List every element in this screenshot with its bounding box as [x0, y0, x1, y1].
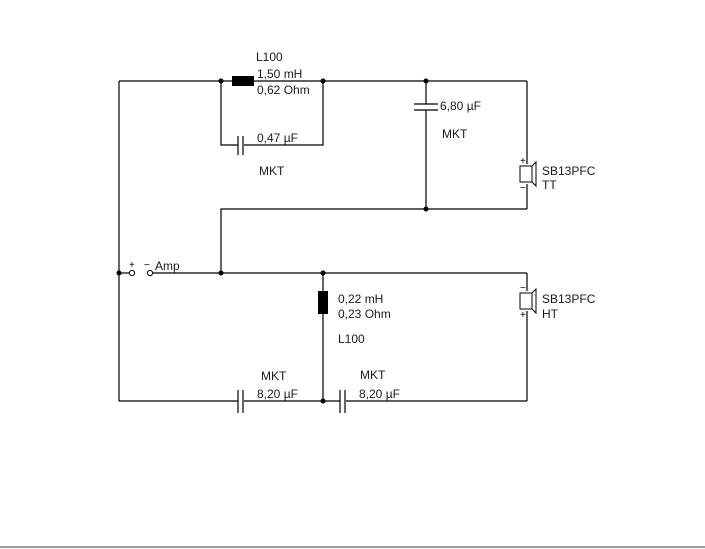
wire-cap-parallel-left [220, 81, 238, 146]
speaker-ht-model: SB13PFC [542, 292, 596, 306]
wire-tt-return [220, 208, 527, 273]
capacitor-ht-1-type: MKT [261, 369, 287, 383]
amp-label: Amp [155, 259, 180, 273]
junction-node [423, 206, 429, 212]
inductor-icon[interactable] [232, 76, 254, 86]
capacitor-tt-shunt[interactable]: 6,80 µF MKT [414, 99, 481, 141]
junction-node [320, 398, 326, 404]
junction-node [423, 78, 429, 84]
amp-terminal[interactable]: + − Amp [128, 259, 180, 277]
capacitor-tt-parallel[interactable]: 0,47 µF MKT [237, 131, 298, 178]
speaker-ht[interactable]: − + SB13PFC HT [519, 283, 596, 321]
speaker-tt-role: TT [542, 178, 557, 192]
speaker-ht-pol-bottom: + [520, 310, 526, 321]
junction-node [116, 270, 122, 276]
wire-cap-parallel-right [244, 81, 324, 146]
capacitor-tt-shunt-type: MKT [442, 127, 468, 141]
inductor-tt[interactable]: L100 1,50 mH 0,62 Ohm [232, 50, 310, 97]
capacitor-ht-1[interactable]: MKT 8,20 µF [237, 369, 298, 413]
speaker-icon[interactable] [519, 165, 533, 183]
wires [118, 80, 528, 402]
amp-plus-terminal-icon[interactable] [128, 269, 136, 277]
inductor-ht[interactable]: 0,22 mH 0,23 Ohm L100 [318, 291, 391, 346]
capacitor-tt-parallel-value: 0,47 µF [257, 131, 298, 145]
capacitor-ht-1-value: 8,20 µF [257, 387, 298, 401]
speaker-tt-model: SB13PFC [542, 164, 596, 178]
junction-node [320, 78, 326, 84]
amp-minus-label: − [144, 260, 150, 271]
speaker-tt[interactable]: + − SB13PFC TT [519, 156, 596, 194]
inductor-tt-resistance: 0,62 Ohm [257, 83, 310, 97]
capacitor-ht-2-value: 8,20 µF [359, 387, 400, 401]
amp-plus-label: + [129, 260, 135, 271]
speaker-tt-pol-top: + [520, 156, 526, 167]
capacitor-ht-2[interactable]: MKT 8,20 µF [339, 368, 400, 413]
bottom-divider [0, 546, 705, 548]
junction-node [218, 270, 224, 276]
junction-node [218, 78, 224, 84]
inductor-ht-inductance: 0,22 mH [338, 292, 383, 306]
speaker-icon[interactable] [519, 292, 533, 310]
junctions [116, 78, 429, 404]
speaker-tt-pol-bottom: − [520, 183, 526, 194]
inductor-ht-model: L100 [338, 332, 365, 346]
junction-node [320, 270, 326, 276]
capacitor-ht-2-type: MKT [360, 368, 386, 382]
inductor-tt-inductance: 1,50 mH [257, 67, 302, 81]
speaker-ht-pol-top: − [520, 283, 526, 294]
inductor-icon[interactable] [318, 291, 328, 314]
inductor-ht-resistance: 0,23 Ohm [338, 307, 391, 321]
inductor-tt-model: L100 [256, 50, 283, 64]
capacitor-tt-parallel-type: MKT [259, 164, 285, 178]
capacitor-tt-shunt-value: 6,80 µF [440, 99, 481, 113]
amp-minus-terminal-icon[interactable] [146, 269, 154, 277]
speaker-ht-role: HT [542, 307, 559, 321]
